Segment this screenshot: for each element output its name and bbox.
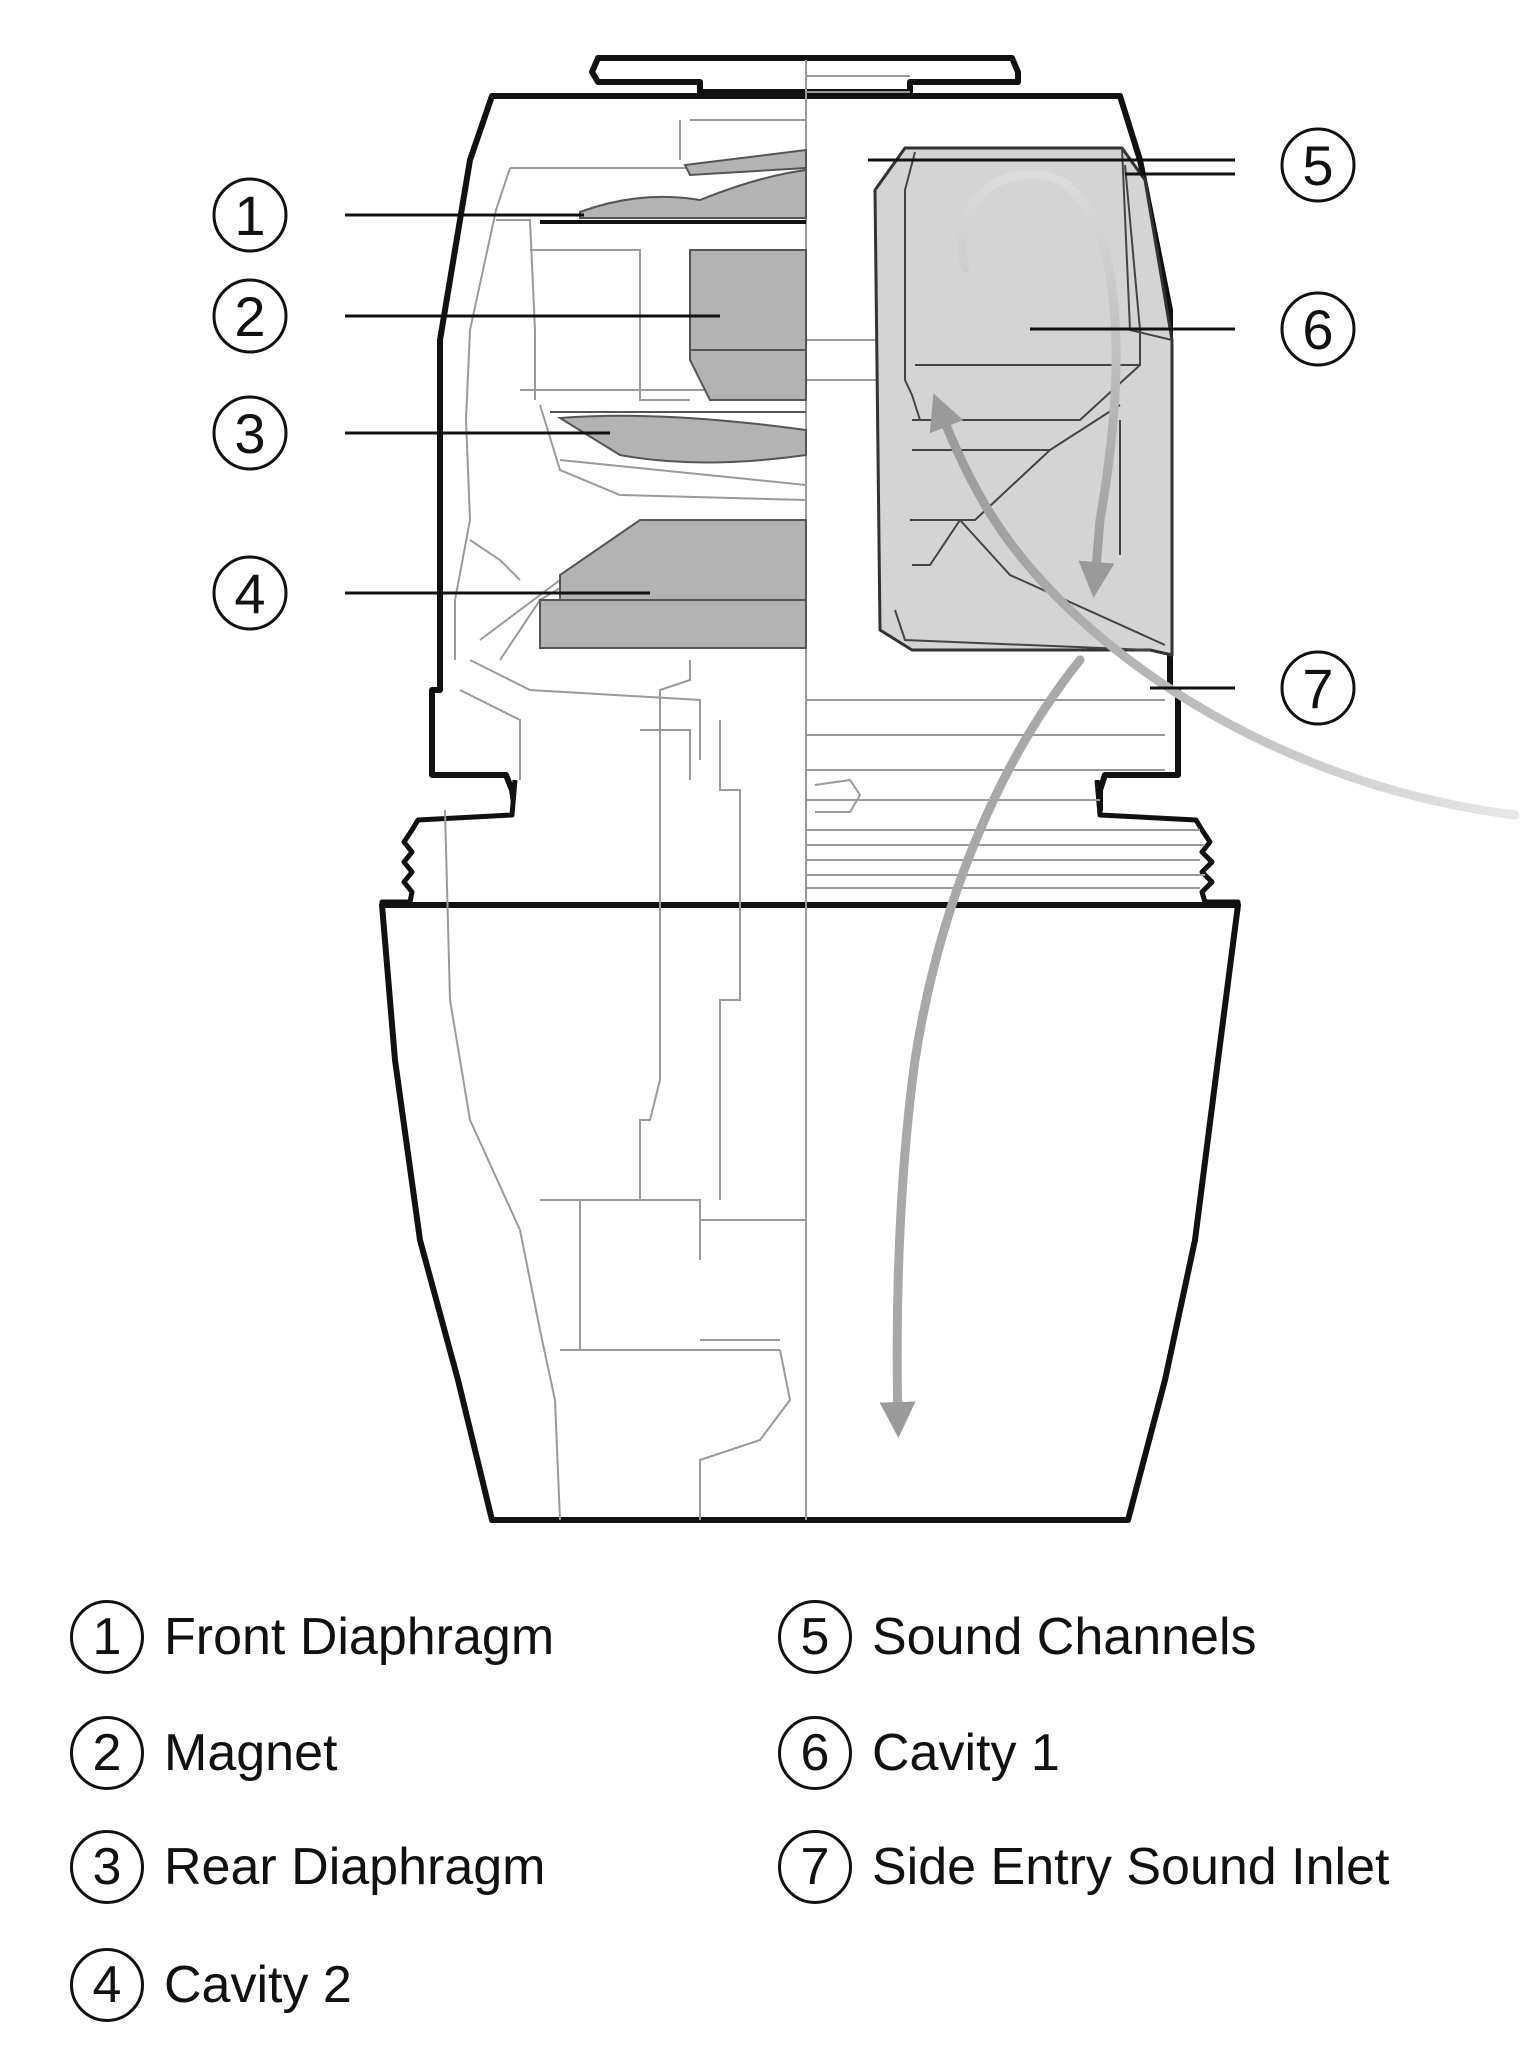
front-diaphragm xyxy=(579,168,807,219)
diagram-callout-3: 3 xyxy=(212,395,288,471)
legend-item-cavity-1: 6 Cavity 1 xyxy=(778,1716,1060,1790)
legend-label: Magnet xyxy=(164,1724,338,1782)
legend-item-sound-channels: 5 Sound Channels xyxy=(778,1600,1257,1674)
diagram-callout-2: 2 xyxy=(212,278,288,354)
svg-text:7: 7 xyxy=(1302,657,1333,720)
legend-number: 2 xyxy=(70,1716,144,1790)
svg-text:4: 4 xyxy=(234,562,265,625)
svg-text:5: 5 xyxy=(1302,134,1333,197)
diagram-callout-6: 6 xyxy=(1280,291,1356,367)
rear-diaphragm xyxy=(556,414,807,464)
legend-number: 3 xyxy=(70,1830,144,1904)
legend-item-side-entry-sound-inlet: 7 Side Entry Sound Inlet xyxy=(778,1830,1389,1904)
svg-text:1: 1 xyxy=(234,184,265,247)
legend-number: 1 xyxy=(70,1600,144,1674)
cavity-1 xyxy=(873,146,1174,657)
cavity-1-inner-lines xyxy=(894,147,1173,651)
sound-path-arrow-down xyxy=(879,655,1085,1438)
svg-text:6: 6 xyxy=(1302,298,1333,361)
legend-item-front-diaphragm: 1 Front Diaphragm xyxy=(70,1600,554,1674)
diagram-callout-1: 1 xyxy=(212,177,288,253)
legend-label: Sound Channels xyxy=(872,1608,1257,1666)
legend-label: Side Entry Sound Inlet xyxy=(872,1838,1390,1896)
magnet xyxy=(689,249,807,401)
diagram-callout-7: 7 xyxy=(1280,650,1356,726)
sound-path-arrow-inlet xyxy=(929,393,1520,820)
legend-number: 7 xyxy=(778,1830,852,1904)
svg-text:2: 2 xyxy=(234,285,265,348)
legend-number: 5 xyxy=(778,1600,852,1674)
legend-item-rear-diaphragm: 3 Rear Diaphragm xyxy=(70,1830,546,1904)
legend-number: 6 xyxy=(778,1716,852,1790)
svg-text:3: 3 xyxy=(234,402,265,465)
legend-label: Rear Diaphragm xyxy=(164,1838,546,1896)
sound-path-arrow-loop xyxy=(957,170,1121,598)
legend-label: Cavity 2 xyxy=(164,1956,352,2014)
diagram-callout-4: 4 xyxy=(212,555,288,631)
diagram-callout-5: 5 xyxy=(1280,127,1356,203)
internal-structure-right xyxy=(806,75,1165,813)
cavity-2-base xyxy=(539,599,807,649)
legend-label: Cavity 1 xyxy=(872,1724,1060,1782)
legend-label: Front Diaphragm xyxy=(164,1608,555,1666)
diaphragm-ring xyxy=(683,148,807,177)
legend-number: 4 xyxy=(70,1948,144,2022)
legend-item-magnet: 2 Magnet xyxy=(70,1716,337,1790)
legend-item-cavity-2: 4 Cavity 2 xyxy=(70,1948,352,2022)
handle-body xyxy=(379,902,1241,1523)
leader-lines xyxy=(345,158,1235,690)
